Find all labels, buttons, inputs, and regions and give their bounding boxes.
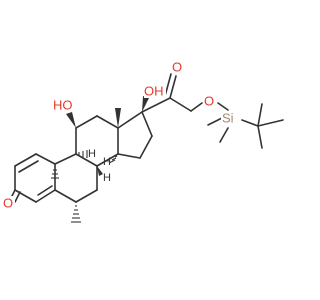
bond-c13-c17 (117, 111, 143, 129)
bond-tbutyl-methyl-1 (257, 103, 263, 127)
h-8-label: H (103, 172, 111, 184)
stereo-bonds (51, 96, 149, 223)
wedge-c13-methyl (115, 108, 121, 128)
bond-c3-c4 (14, 189, 37, 203)
bond-tbutyl-methyl-2 (257, 119, 284, 127)
bond-c1-c2-double (14, 153, 37, 167)
bond-c3-o-double-inner (14, 191, 21, 203)
hydroxy-11-label: HO (53, 97, 73, 112)
bond-c6-c7 (75, 189, 98, 203)
bond-c20-c21 (169, 97, 192, 112)
h-9-label: H (88, 148, 96, 160)
bond-si-methyl-b (207, 117, 223, 126)
ketone-oxygen-label: O (3, 195, 13, 210)
bond-c17-c20 (141, 97, 171, 113)
wedge-c11-oh (66, 112, 76, 128)
wedge-c17-oh (142, 96, 149, 112)
bond-c15-c14 (117, 153, 141, 159)
bond-tbutyl-methyl-3 (257, 125, 263, 149)
bond-c1-c10 (35, 153, 56, 165)
bond-c20-o-double (169, 75, 177, 99)
bond-c4-c5-double (35, 189, 56, 203)
bond-c5-c6 (54, 189, 77, 203)
bond-c14-c8 (96, 153, 119, 167)
bond-c16-c15 (139, 135, 153, 159)
bond-c12-c13 (96, 115, 119, 129)
hash-c9-h (78, 150, 88, 158)
bond-c1-c2-double-inner (18, 160, 39, 173)
bond-o-si (217, 102, 229, 111)
hash-c10-methyl (51, 169, 59, 179)
molecule-structure-diagram: O HO OH O O Si H H H (3, 59, 284, 223)
h-14-label: H (103, 156, 111, 168)
bond-si-tbutyl (241, 119, 259, 127)
silicon-label: Si (222, 110, 234, 125)
bond-c17-c16 (141, 111, 153, 137)
bond-c11-c12 (75, 115, 98, 129)
bond-si-methyl-a (219, 127, 229, 143)
bond-c9-c10 (54, 153, 77, 165)
hash-c14-h (108, 155, 118, 164)
carbonyl-oxygen-label: O (172, 59, 182, 74)
hash-c6-methyl (71, 205, 81, 223)
bond-c4-c5-double-inner (37, 185, 53, 196)
wedge-c8-h (97, 166, 103, 176)
hydroxy-17-label: OH (144, 83, 164, 98)
ether-oxygen-label: O (204, 93, 214, 108)
atom-labels: O HO OH O O Si H H H (3, 59, 241, 210)
bond-c21-o (190, 102, 203, 112)
